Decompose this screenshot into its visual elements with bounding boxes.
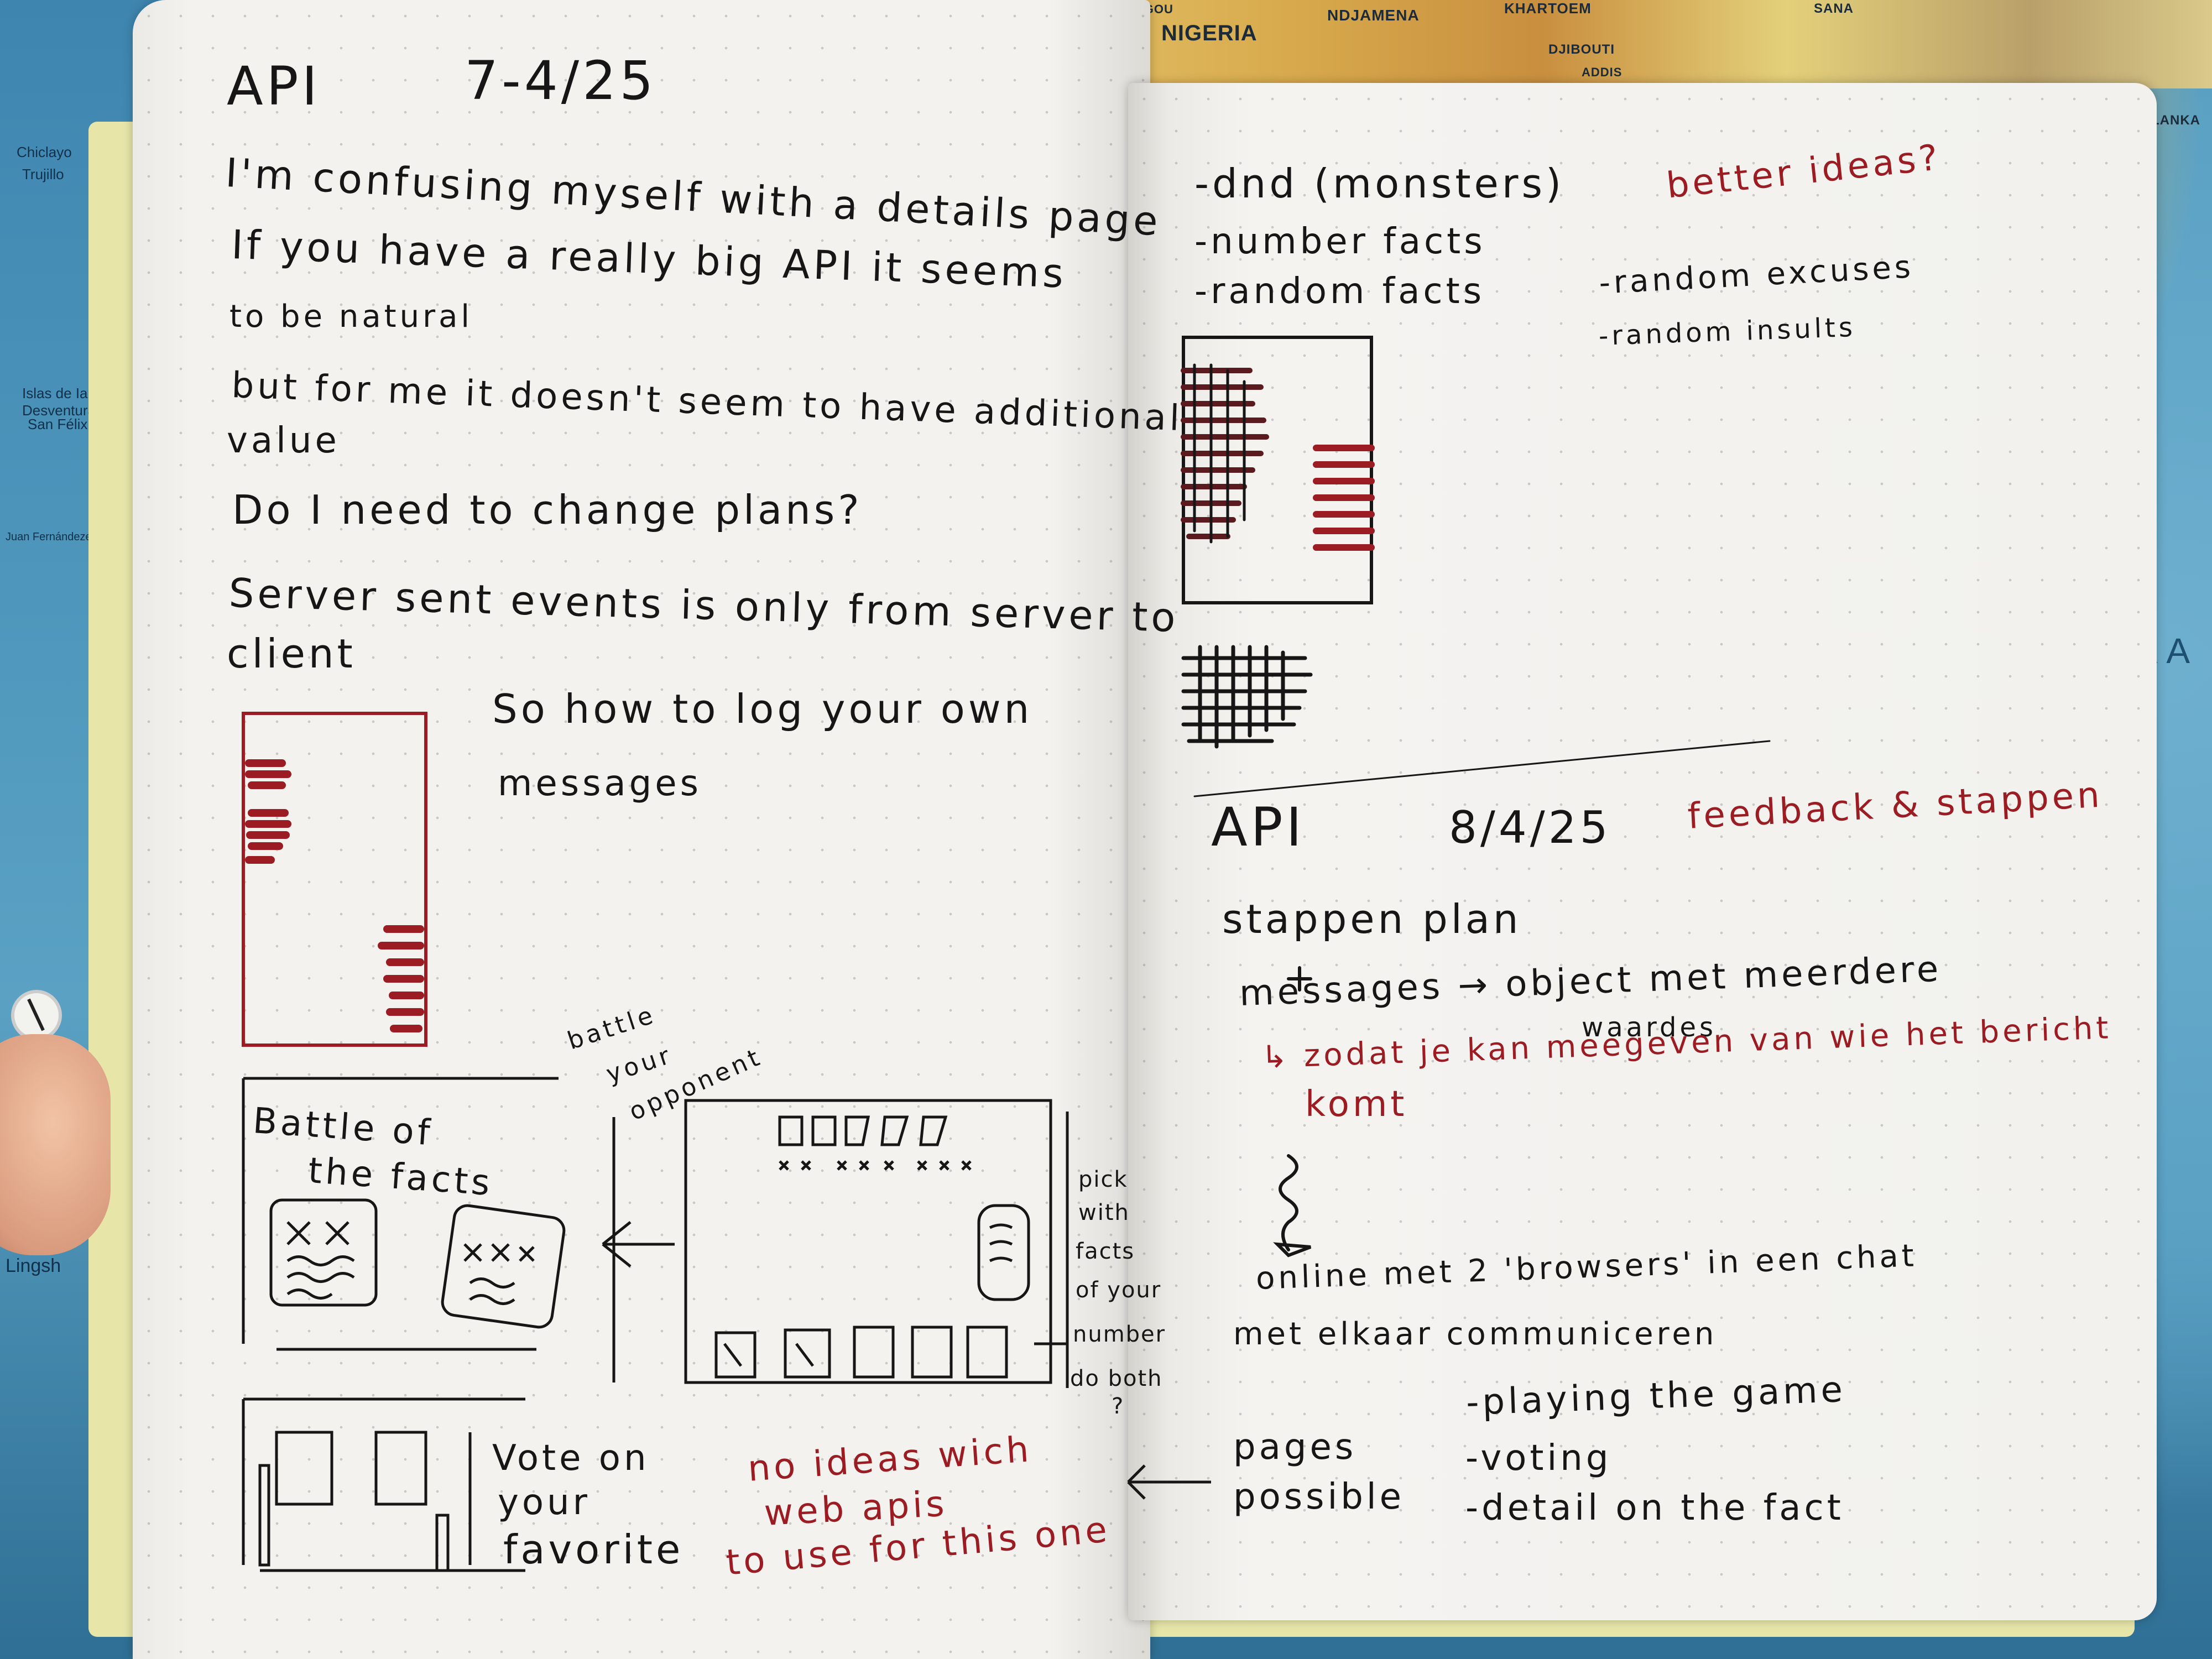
vote-note: Vote on: [492, 1438, 650, 1479]
side-note: ?: [1112, 1394, 1127, 1419]
right-heading-title: API: [1211, 796, 1305, 858]
map-label: Lingsh: [6, 1255, 61, 1276]
pages-label: possible: [1233, 1477, 1405, 1517]
sketch-note: messages: [498, 763, 702, 804]
vote-note: favorite: [503, 1526, 684, 1573]
map-label: KHARTOEM: [1504, 0, 1592, 17]
map-label: Juan Fernándezeilan: [6, 531, 109, 543]
map-label: Islas de Ia Desventura: [22, 385, 96, 419]
topic-item: -number facts: [1194, 221, 1486, 262]
topic-item: -dnd (monsters): [1194, 160, 1565, 207]
pages-label: pages: [1233, 1427, 1357, 1468]
left-heading-date: 7-4/25: [465, 50, 657, 112]
red-plan-note: komt: [1305, 1084, 1408, 1125]
map-label: DJIBOUTI: [1548, 42, 1615, 57]
battle-wireframe: [242, 1077, 1211, 1572]
dot-grid: [1128, 83, 2157, 1620]
map-africa-region: [995, 0, 2212, 88]
map-label: ADDIS: [1582, 65, 1623, 79]
map-label: Trujillo: [22, 166, 64, 182]
pages-list-item: -voting: [1465, 1438, 1612, 1479]
sketch-note: So how to log your own: [492, 686, 1033, 732]
plan-line-sub: waardes: [1582, 1012, 1717, 1043]
pages-list-item: -detail on the fact: [1465, 1488, 1844, 1528]
map-label: San Félix: [28, 416, 88, 432]
note-line: client: [227, 630, 356, 677]
plan-title: stappen plan: [1222, 896, 1522, 942]
map-label: NIGERIA: [1161, 21, 1258, 45]
right-page: [1128, 83, 2157, 1620]
map-label: NDJAMENA: [1327, 7, 1420, 24]
map-label: LANKA: [2151, 113, 2200, 128]
side-note: pick: [1078, 1167, 1128, 1192]
vote-note: your: [498, 1482, 591, 1523]
map-label: SANA: [1814, 1, 1854, 16]
note-line: Do I need to change plans?: [232, 487, 863, 533]
side-note: with: [1078, 1200, 1130, 1225]
note-line: to be natural: [229, 299, 473, 335]
side-note: do both: [1070, 1366, 1163, 1391]
map-label: Chiclayo: [17, 144, 72, 160]
right-heading-date: 8/4/25: [1449, 802, 1611, 853]
side-note: number: [1073, 1322, 1166, 1347]
side-note: of your: [1076, 1277, 1162, 1303]
left-heading-title: API: [227, 55, 321, 117]
note-line: value: [227, 420, 340, 461]
right-page-sketches: [1181, 336, 1771, 1258]
topic-item: -random facts: [1194, 271, 1485, 312]
thumb: [0, 1034, 111, 1255]
side-note: facts: [1076, 1239, 1135, 1264]
online-line: met elkaar communiceren: [1233, 1316, 1718, 1352]
red-page-sketch: [242, 712, 427, 1047]
